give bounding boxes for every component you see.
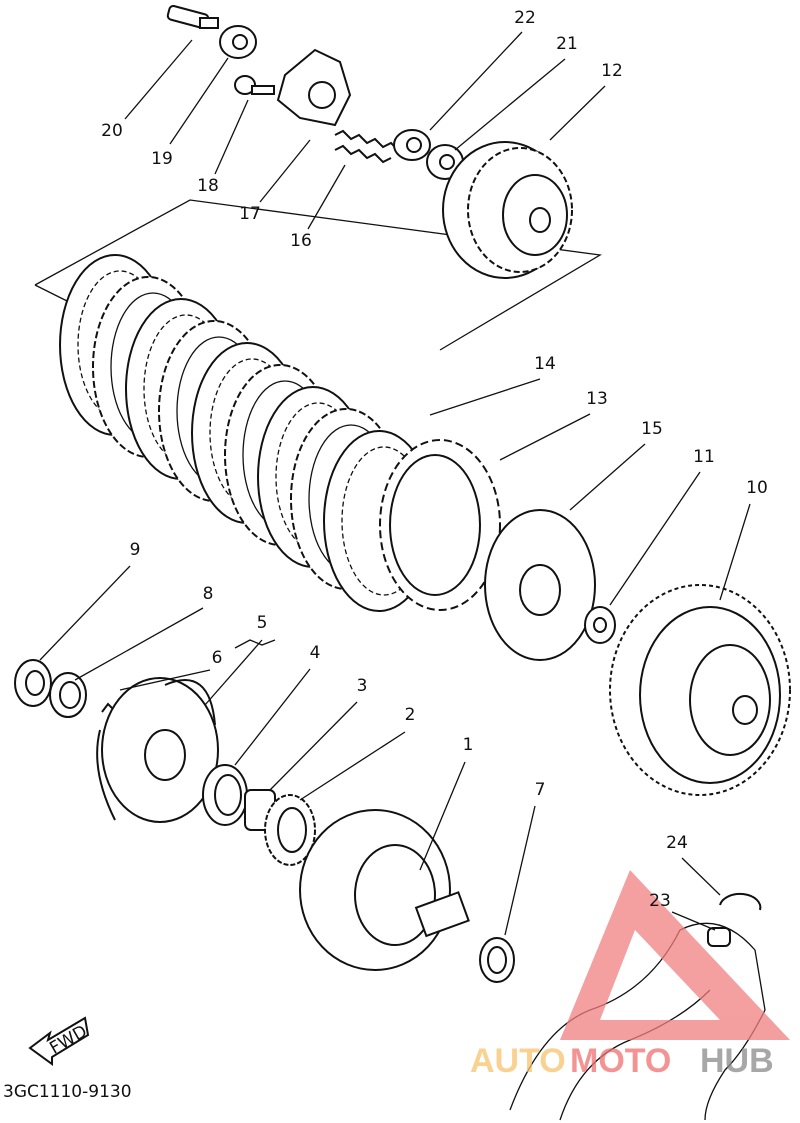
part-17-plate xyxy=(276,48,352,127)
callout-17: 17 xyxy=(239,204,261,224)
callout-24: 24 xyxy=(666,833,688,853)
leader-line-18 xyxy=(214,99,249,175)
watermark-logo: AUTO MOTO HUB xyxy=(470,870,790,1080)
leader-line-10 xyxy=(719,503,751,601)
callout-5: 5 xyxy=(257,613,268,633)
leader-line-14 xyxy=(429,378,541,416)
callout-5-bracket xyxy=(234,639,276,649)
part-18-bolt xyxy=(234,75,275,95)
leader-line-3 xyxy=(269,701,358,791)
callout-13: 13 xyxy=(586,389,608,409)
callout-19: 19 xyxy=(151,149,173,169)
callout-20: 20 xyxy=(101,121,123,141)
watermark-triangle-icon xyxy=(560,870,790,1040)
callout-1: 1 xyxy=(463,735,474,755)
leader-line-23 xyxy=(671,911,716,931)
callout-6: 6 xyxy=(212,648,223,668)
callout-9: 9 xyxy=(130,540,141,560)
callout-4: 4 xyxy=(310,643,321,663)
part-12-boss xyxy=(442,141,573,279)
watermark-hub: HUB xyxy=(700,1042,774,1080)
part-13-friction-plate xyxy=(379,439,501,611)
leader-line-7 xyxy=(504,805,536,936)
callout-10: 10 xyxy=(746,478,768,498)
watermark-auto: AUTO xyxy=(470,1042,566,1080)
leader-line-19 xyxy=(169,57,229,145)
leader-line-8 xyxy=(74,607,204,681)
part-2-bearing xyxy=(264,794,316,866)
part-15-pressure-plate xyxy=(484,509,596,661)
leader-line-5 xyxy=(204,639,263,706)
part-24-circlip xyxy=(719,892,762,911)
callout-14: 14 xyxy=(534,354,556,374)
callout-23: 23 xyxy=(649,891,671,911)
leader-line-22 xyxy=(429,31,523,131)
callout-15: 15 xyxy=(641,419,663,439)
leader-line-9 xyxy=(39,565,131,661)
part-16-spring xyxy=(334,129,400,164)
leader-line-21 xyxy=(454,58,566,151)
callout-7: 7 xyxy=(535,780,546,800)
part-11-washer xyxy=(584,606,616,644)
callout-16: 16 xyxy=(290,231,312,251)
part-22-nut xyxy=(393,129,431,161)
part-7-washer xyxy=(479,937,515,983)
callout-2: 2 xyxy=(405,705,416,725)
callout-22: 22 xyxy=(514,8,536,28)
part-1-clutch-housing xyxy=(299,809,470,971)
clutch-plate-stack xyxy=(59,254,435,612)
part-23-pin xyxy=(707,927,731,947)
callout-18: 18 xyxy=(197,176,219,196)
leader-line-20 xyxy=(124,39,193,120)
leader-line-2 xyxy=(299,731,406,801)
leader-line-24 xyxy=(681,857,721,896)
leader-line-15 xyxy=(569,443,646,511)
leader-line-16 xyxy=(307,164,346,230)
leader-line-6 xyxy=(119,669,211,691)
part-4-washer xyxy=(202,764,248,826)
callout-11: 11 xyxy=(693,447,715,467)
diagram-code: 3GC1110-9130 xyxy=(3,1082,132,1102)
part-5-clutch-carrier xyxy=(96,677,219,823)
leader-line-1 xyxy=(419,761,466,871)
watermark-moto: MOTO xyxy=(570,1042,671,1080)
leader-line-13 xyxy=(499,413,591,461)
leader-line-17 xyxy=(259,139,311,203)
part-20-bolt xyxy=(166,4,219,30)
fwd-arrow-icon: FWD xyxy=(28,1016,91,1066)
part-19-bearing xyxy=(219,25,257,59)
leader-line-11 xyxy=(609,471,701,606)
callout-21: 21 xyxy=(556,34,578,54)
part-10-primary-driven-gear xyxy=(609,584,791,796)
callout-3: 3 xyxy=(357,676,368,696)
part-8-lockwasher xyxy=(49,672,87,718)
leader-line-12 xyxy=(549,85,606,141)
callout-12: 12 xyxy=(601,61,623,81)
part-9-seal xyxy=(14,659,52,707)
leader-line-4 xyxy=(234,668,311,766)
callout-8: 8 xyxy=(203,584,214,604)
leader-lines xyxy=(39,31,751,936)
